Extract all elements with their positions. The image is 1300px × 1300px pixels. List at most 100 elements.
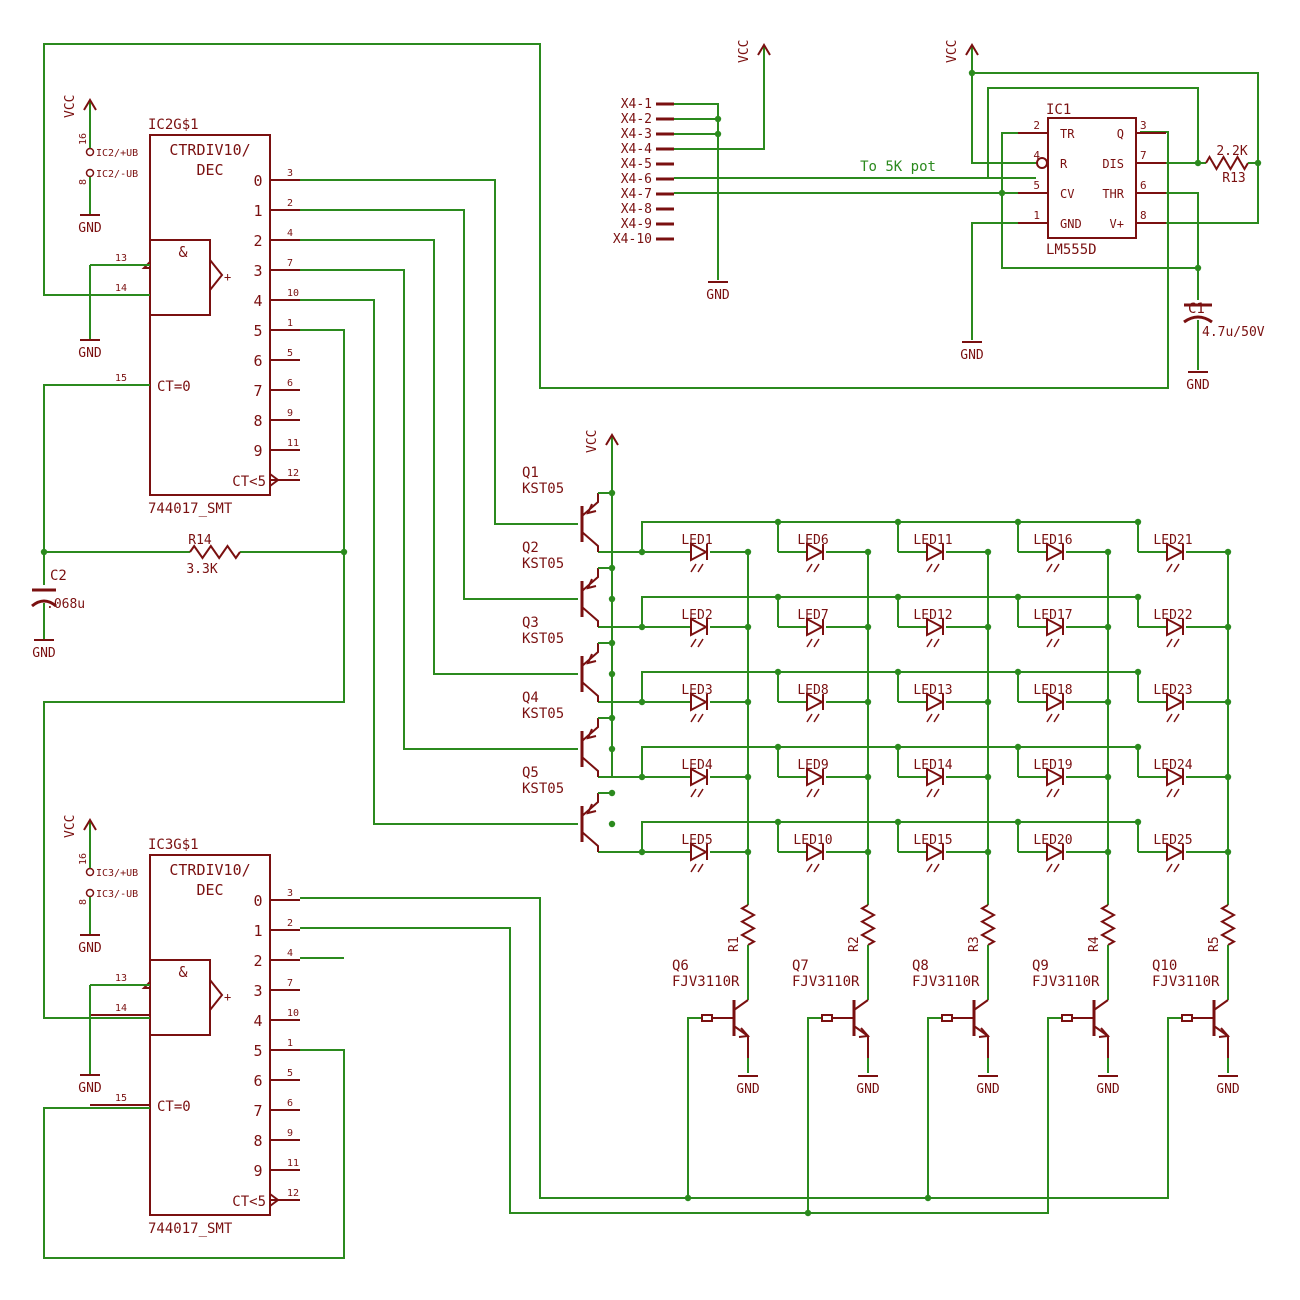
pin-number: 8 bbox=[1140, 209, 1147, 222]
output-label: 5 bbox=[253, 1042, 262, 1060]
v-plus-pin bbox=[1166, 163, 1259, 224]
pin-number: 5 bbox=[287, 348, 293, 359]
vcc-symbol: VCC bbox=[737, 40, 771, 63]
led-led15: LED15 bbox=[894, 818, 992, 873]
vcc-to-reset bbox=[971, 60, 1036, 164]
led-label: LED23 bbox=[1153, 683, 1192, 698]
led-label: LED7 bbox=[797, 608, 828, 623]
trig-thr-node bbox=[1001, 132, 1198, 269]
ic-title-2: DEC bbox=[196, 161, 223, 179]
led-ray bbox=[1046, 713, 1053, 723]
led-ray bbox=[1046, 863, 1053, 873]
led-led1: LED1 bbox=[642, 533, 752, 573]
gnd-symbol: GND bbox=[78, 339, 102, 361]
vcc-symbol: VCC bbox=[945, 40, 979, 63]
row-drive-wire-4 bbox=[300, 269, 578, 750]
transistor-emitter bbox=[581, 493, 599, 517]
transistor-emitter bbox=[1213, 1025, 1229, 1058]
vcc-arrow bbox=[83, 818, 97, 831]
q-part: KST05 bbox=[522, 781, 564, 797]
transistor-collector bbox=[853, 999, 869, 1011]
led-ray bbox=[1046, 638, 1053, 648]
transistor-collector bbox=[581, 681, 599, 702]
r-name: R3 bbox=[967, 936, 982, 952]
output-label: 4 bbox=[253, 1012, 262, 1030]
ct5-label: CT<5 bbox=[232, 1194, 266, 1210]
led-ray bbox=[697, 713, 704, 723]
led-label: LED19 bbox=[1033, 758, 1072, 773]
pin-number: 14 bbox=[115, 1003, 127, 1014]
c1-name: C1 bbox=[1188, 301, 1205, 317]
vcc-arrow bbox=[757, 43, 771, 56]
ic-title: CTRDIV10/ bbox=[169, 141, 250, 159]
and-gate-symbol: & bbox=[178, 243, 187, 261]
ic3-out1 bbox=[300, 927, 1062, 1214]
vcc-label: VCC bbox=[63, 815, 78, 838]
pwr-pin bbox=[85, 168, 95, 178]
vcc-label: VCC bbox=[737, 40, 752, 63]
transistor-collector bbox=[581, 831, 599, 852]
pin-number: 5 bbox=[1033, 179, 1040, 192]
led-label: LED16 bbox=[1033, 533, 1072, 548]
pin-number: 11 bbox=[287, 438, 299, 449]
junction-dot bbox=[608, 714, 616, 722]
pin-number: 9 bbox=[287, 1128, 293, 1139]
pot-note: To 5K pot bbox=[860, 159, 936, 175]
led-led11: LED11 bbox=[894, 518, 992, 573]
and-gate-symbol: & bbox=[178, 963, 187, 981]
connector-pin-label: X4-4 bbox=[621, 142, 652, 157]
vcc-label: VCC bbox=[585, 430, 600, 453]
vcc-arrow bbox=[605, 433, 619, 446]
x4-gnd-bus bbox=[674, 103, 719, 280]
ic3-counter: IC3G$1CTRDIV10/DEC744017_SMT&+131415CT=0… bbox=[63, 815, 300, 1237]
led-ray bbox=[690, 863, 697, 873]
pin-label: V+ bbox=[1110, 217, 1124, 231]
pin-number: 3 bbox=[1140, 119, 1147, 132]
led-triangle bbox=[690, 842, 709, 862]
pin-number: 3 bbox=[287, 888, 293, 899]
ic3-out1-col2 bbox=[807, 1017, 822, 1213]
led-label: LED20 bbox=[1033, 833, 1072, 848]
led-ray bbox=[1053, 788, 1060, 798]
output-label: 7 bbox=[253, 1102, 262, 1120]
resistor-zigzag bbox=[1219, 904, 1237, 946]
pin-number: 15 bbox=[115, 373, 127, 384]
ic-part: 744017_SMT bbox=[148, 1221, 233, 1237]
pin-number: 4 bbox=[287, 948, 293, 959]
base-resistor bbox=[1181, 1014, 1193, 1022]
led-ray bbox=[1166, 638, 1173, 648]
buffer-plus: + bbox=[224, 270, 231, 284]
junction-dot bbox=[608, 820, 616, 828]
pin-number: 10 bbox=[287, 288, 299, 299]
led-ray bbox=[933, 863, 940, 873]
pin-label: R bbox=[1060, 157, 1068, 171]
pin-label: Q bbox=[1117, 127, 1124, 141]
buffer-plus: + bbox=[224, 990, 231, 1004]
transistor-collector bbox=[733, 999, 749, 1011]
led-led5: LED5 bbox=[642, 833, 752, 873]
led-ray bbox=[697, 788, 704, 798]
transistor-collector bbox=[581, 756, 599, 777]
led-label: LED24 bbox=[1153, 758, 1192, 773]
led-triangle bbox=[1046, 692, 1065, 712]
led-label: LED12 bbox=[913, 608, 952, 623]
pin-label: TR bbox=[1060, 127, 1075, 141]
gnd-pin bbox=[971, 222, 1018, 340]
gnd-symbol: GND bbox=[856, 1075, 880, 1097]
led-label: LED11 bbox=[913, 533, 952, 548]
connector-pin-label: X4-1 bbox=[621, 97, 652, 112]
led-ray bbox=[926, 563, 933, 573]
led-ray bbox=[690, 713, 697, 723]
gnd-symbol: GND bbox=[32, 639, 56, 661]
led-ray bbox=[1053, 713, 1060, 723]
led-ray bbox=[926, 713, 933, 723]
output-label: 8 bbox=[253, 1132, 262, 1150]
led-triangle bbox=[926, 542, 945, 562]
gnd-label: GND bbox=[1186, 378, 1210, 393]
transistor-collector bbox=[581, 606, 599, 627]
transistor-arrow bbox=[738, 1027, 751, 1038]
thr-to-c1 bbox=[1166, 192, 1199, 300]
